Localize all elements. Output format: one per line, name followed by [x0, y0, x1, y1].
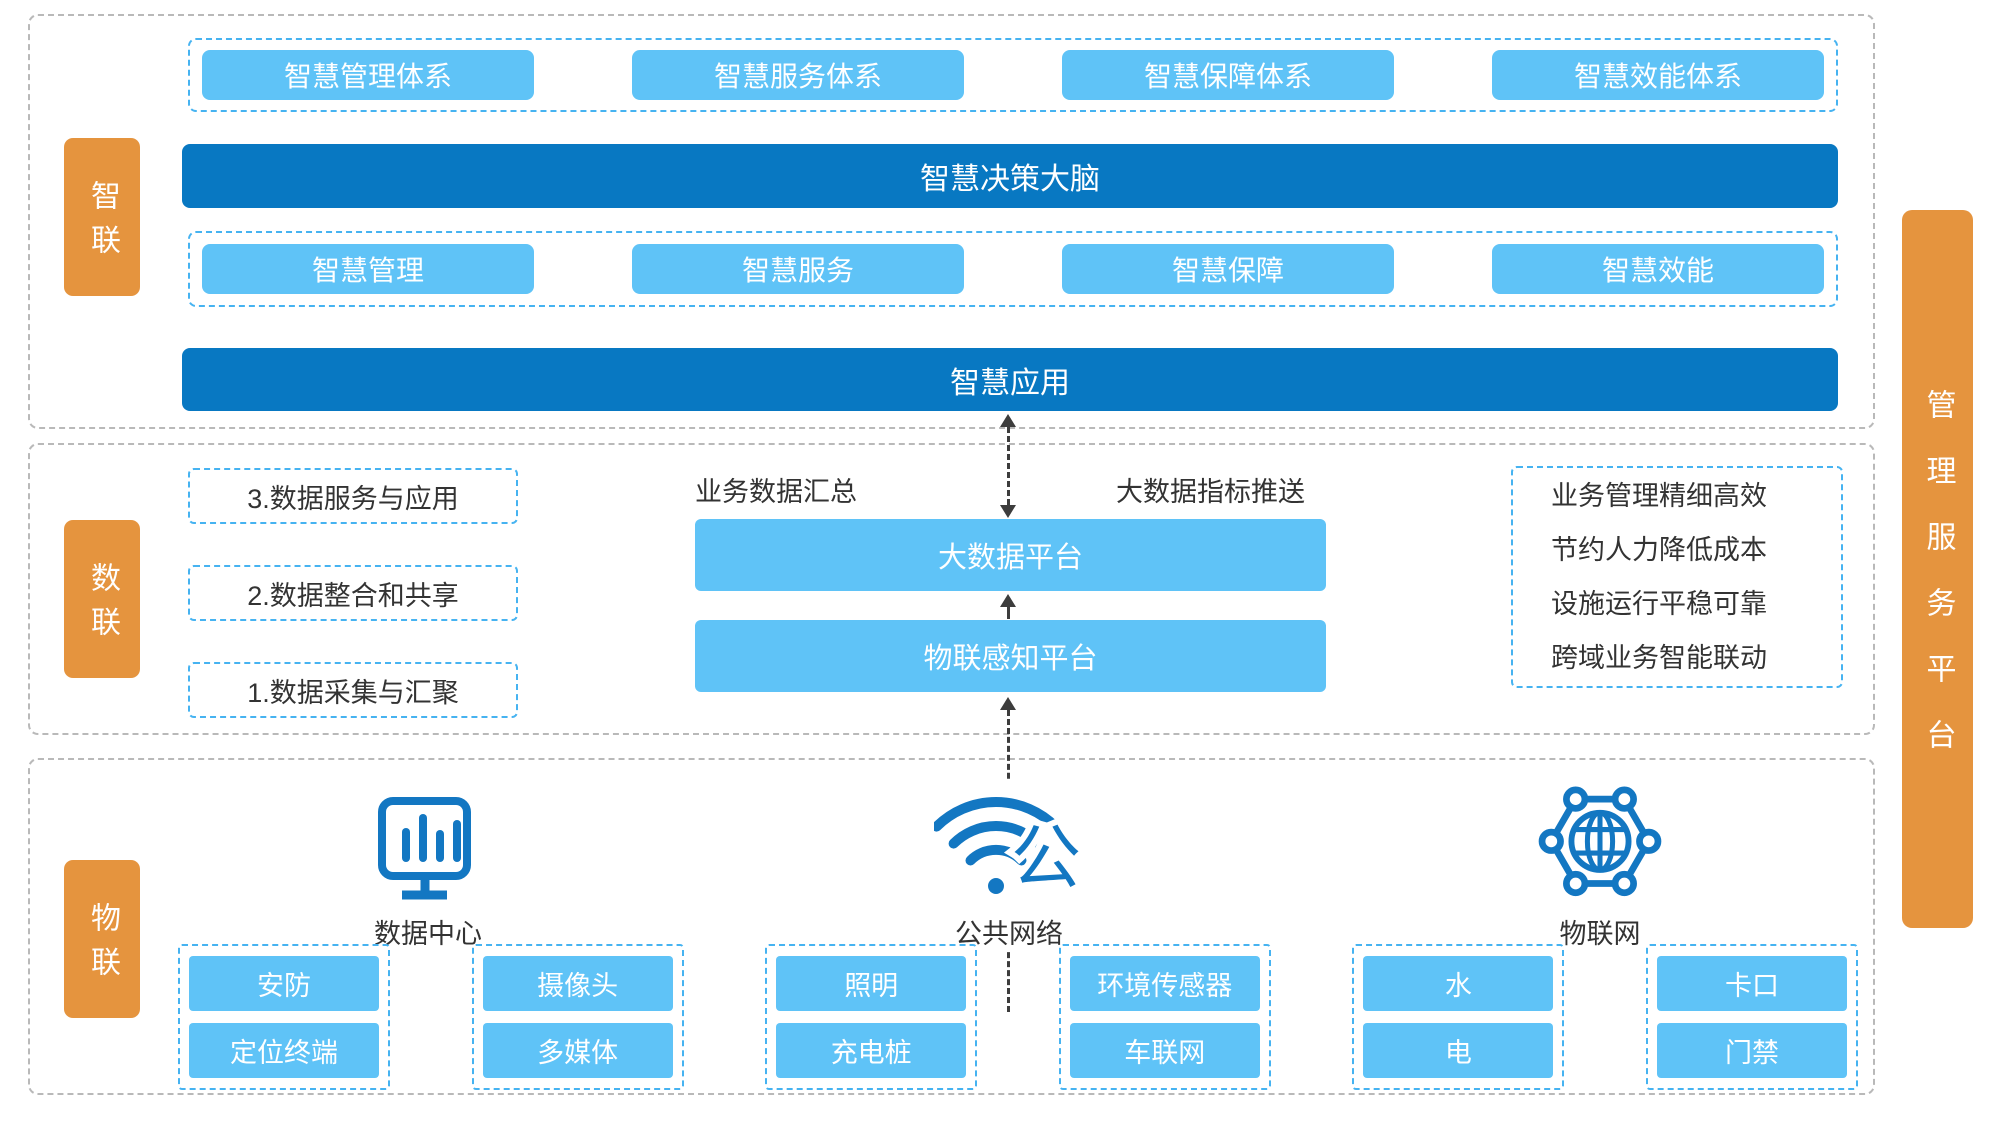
system-box: 智慧效能体系 [1492, 50, 1824, 100]
smart-box: 智慧保障 [1062, 244, 1394, 294]
system-box: 智慧管理体系 [202, 50, 534, 100]
management-service-platform-bar: 管理服务平台 [1902, 210, 1973, 928]
bigdata-platform-bar: 大数据平台 [695, 519, 1326, 591]
device-box: 多媒体 [482, 1023, 673, 1078]
network-node-data-center: 数据中心 [348, 780, 508, 951]
section-wulian [28, 758, 1875, 1095]
flow-label-data-summary: 业务数据汇总 [695, 477, 857, 507]
device-box: 定位终端 [189, 1023, 379, 1078]
system-box: 智慧服务体系 [632, 50, 964, 100]
node-label: 物联网 [1559, 919, 1641, 949]
benefits-box: 业务管理精细高效 节约人力降低成本 设施运行平稳可靠 跨域业务智能联动 [1511, 466, 1843, 688]
arrowhead-down-icon [1000, 505, 1016, 518]
system-boxes-row: 智慧管理体系 智慧服务体系 智慧保障体系 智慧效能体系 [188, 38, 1838, 112]
node-label: 数据中心 [374, 919, 482, 949]
data-step-box: 1.数据采集与汇聚 [188, 662, 518, 718]
public-glyph: 公 [1011, 819, 1081, 897]
smart-application-bar: 智慧应用 [182, 348, 1838, 411]
section-shulian [28, 443, 1875, 735]
benefit-line: 跨域业务智能联动 [1551, 643, 1767, 673]
connector-iot-bigdata [1007, 607, 1010, 619]
data-center-icon [378, 797, 471, 900]
layer-tag-shulian: 数联 [64, 520, 140, 678]
device-groups-row: 安防 定位终端 摄像头 多媒体 照明 充电桩 环境传感器 车联网 水 电 卡口 … [178, 944, 1858, 1090]
smart-box: 智慧服务 [632, 244, 964, 294]
device-group: 卡口 门禁 [1645, 944, 1858, 1090]
device-box: 摄像头 [482, 956, 673, 1011]
smart-box: 智慧效能 [1492, 244, 1824, 294]
section-zhilian [28, 14, 1875, 429]
arrowhead-up-icon [1000, 697, 1016, 710]
layer-tag-label: 物联 [86, 902, 119, 990]
icon-wrap: 公 [934, 780, 1084, 906]
device-group: 环境传感器 车联网 [1058, 944, 1271, 1090]
connector-app-bigdata [1007, 427, 1010, 505]
network-node-public-network: 公 公共网络 [929, 780, 1089, 951]
smart-boxes-row: 智慧管理 智慧服务 智慧保障 智慧效能 [188, 231, 1838, 307]
arrowhead-up-icon [1000, 594, 1016, 607]
public-network-icon: 公 [934, 796, 1084, 903]
device-box: 电 [1363, 1023, 1554, 1078]
device-box: 照明 [776, 956, 967, 1011]
smart-box: 智慧管理 [202, 244, 534, 294]
layer-tag-label: 数联 [86, 562, 119, 650]
network-node-iot: 物联网 [1520, 780, 1680, 951]
system-box: 智慧保障体系 [1062, 50, 1394, 100]
device-group: 照明 充电桩 [765, 944, 978, 1090]
data-step-box: 2.数据整合和共享 [188, 565, 518, 621]
device-box: 门禁 [1656, 1023, 1847, 1078]
device-group: 水 电 [1352, 944, 1565, 1090]
benefit-line: 设施运行平稳可靠 [1551, 589, 1767, 619]
device-box: 充电桩 [776, 1023, 967, 1078]
layer-tag-label: 智联 [86, 180, 119, 268]
device-box: 环境传感器 [1069, 956, 1260, 1011]
device-box: 安防 [189, 956, 379, 1011]
icon-wrap [373, 780, 483, 906]
device-box: 水 [1363, 956, 1554, 1011]
arrowhead-up-icon [1000, 414, 1016, 427]
device-group: 安防 定位终端 [178, 944, 390, 1090]
device-box: 卡口 [1656, 956, 1847, 1011]
data-step-box: 3.数据服务与应用 [188, 468, 518, 524]
layer-tag-wulian: 物联 [64, 860, 140, 1018]
layer-tag-zhilian: 智联 [64, 138, 140, 296]
iot-sensing-platform-bar: 物联感知平台 [695, 620, 1326, 692]
flow-label-indicator-push: 大数据指标推送 [1116, 477, 1305, 507]
benefit-line: 节约人力降低成本 [1551, 535, 1767, 565]
device-group: 摄像头 多媒体 [471, 944, 684, 1090]
benefit-line: 业务管理精细高效 [1551, 481, 1767, 511]
device-box: 车联网 [1069, 1023, 1260, 1078]
side-bar-label: 管理服务平台 [1921, 389, 1955, 785]
iot-network-icon [1538, 786, 1662, 897]
decision-brain-bar: 智慧决策大脑 [182, 144, 1838, 208]
icon-wrap [1537, 780, 1663, 906]
